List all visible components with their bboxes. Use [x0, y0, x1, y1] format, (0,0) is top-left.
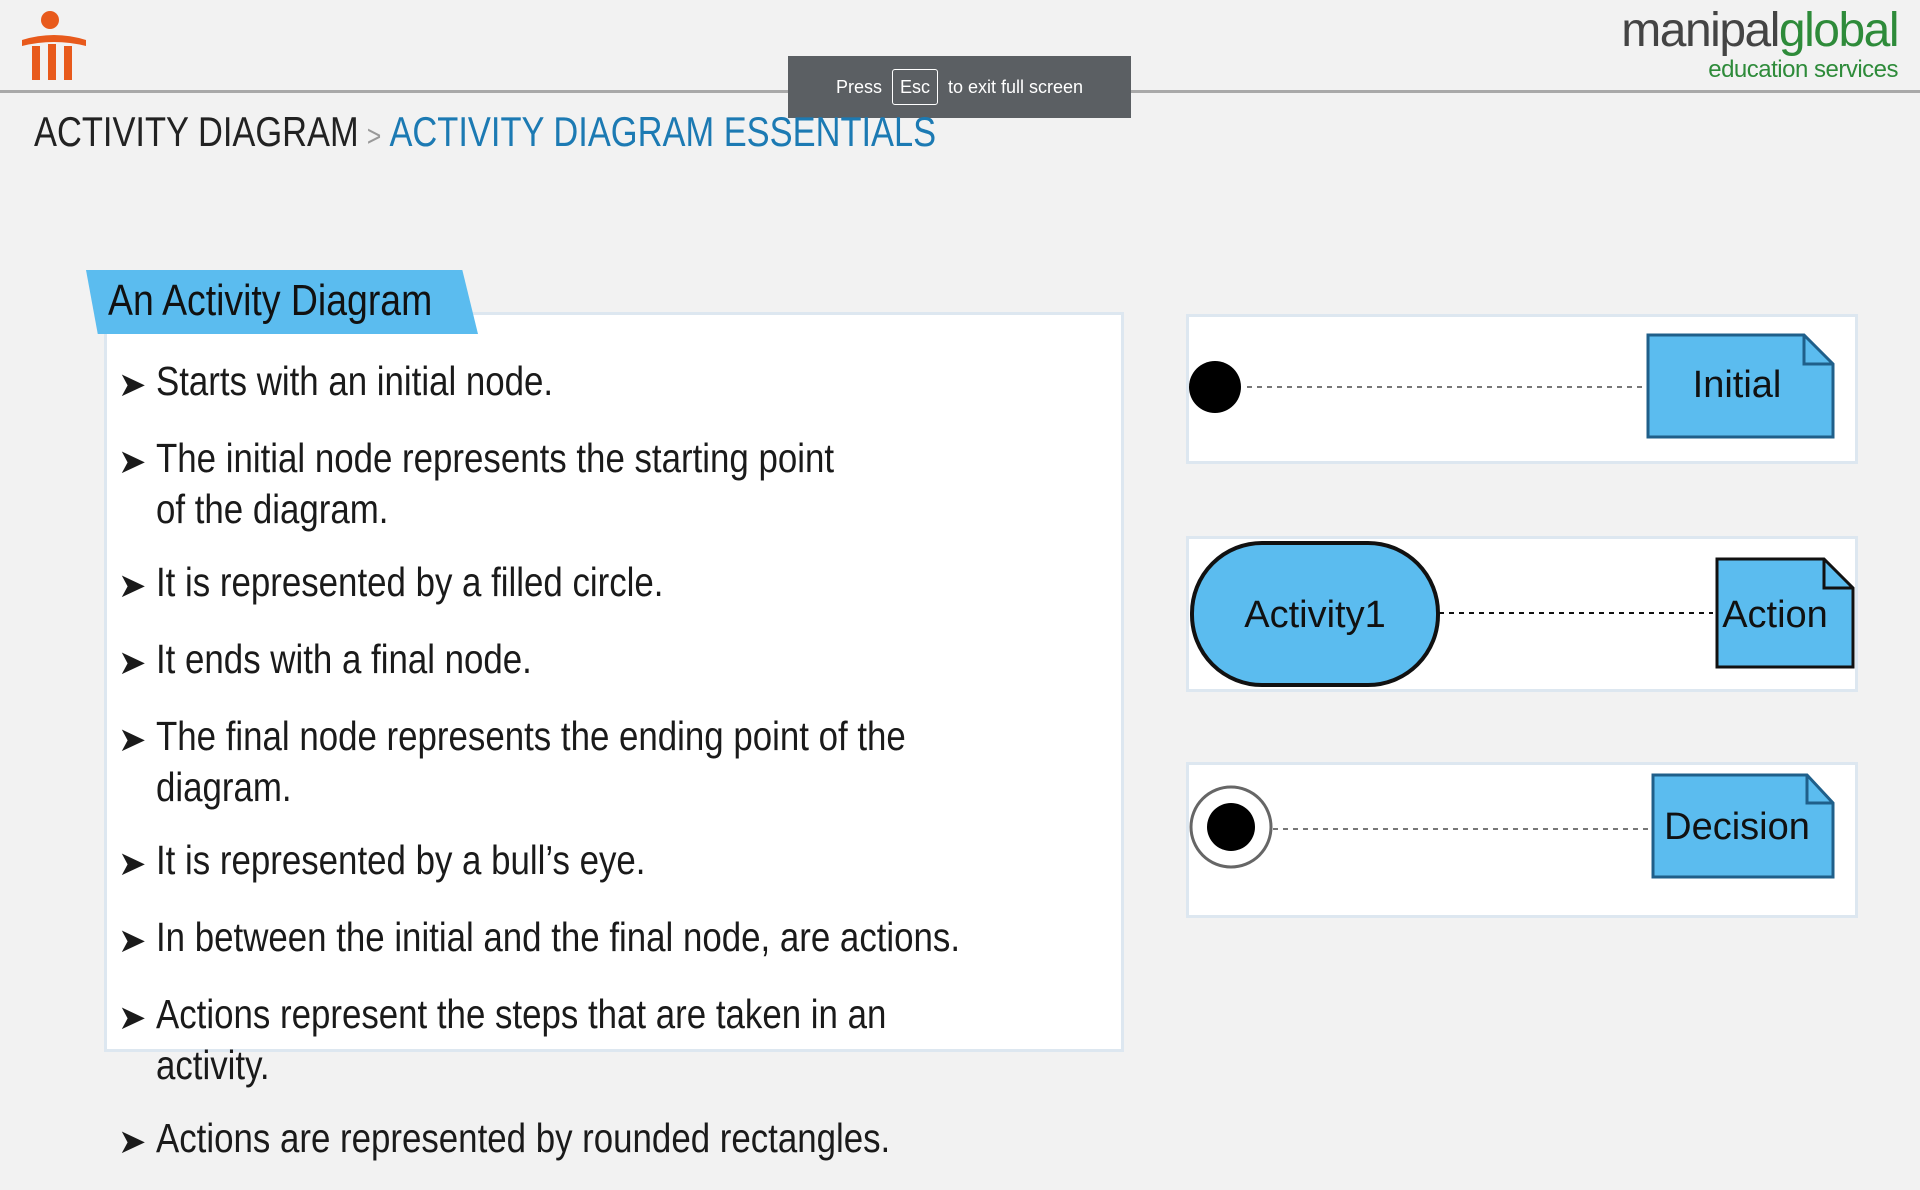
breadcrumb-parent[interactable]: ACTIVITY DIAGRAM: [34, 108, 359, 155]
activity-rounded-rect: [1190, 541, 1440, 687]
content-panel: [104, 312, 1124, 1052]
bullet-text: Actions are represented by rounded recta…: [156, 1115, 891, 1161]
bullet-text: It is represented by a filled circle.: [156, 559, 664, 605]
note-icon: [1651, 773, 1835, 879]
list-item: ➤Starts with an initial node.: [118, 356, 1118, 411]
bullet-text: It is represented by a bull’s eye.: [156, 837, 646, 883]
breadcrumb: ACTIVITY DIAGRAM>ACTIVITY DIAGRAM ESSENT…: [34, 108, 936, 156]
bullet-text: Starts with an initial node.: [156, 358, 554, 404]
bullet-arrow-icon: ➤: [118, 845, 147, 883]
list-item: ➤In between the initial and the final no…: [118, 912, 1118, 967]
bullet-text: The initial node represents the starting…: [156, 435, 835, 532]
bullet-arrow-icon: ➤: [118, 644, 147, 682]
bullet-arrow-icon: ➤: [118, 922, 147, 960]
breadcrumb-current: ACTIVITY DIAGRAM ESSENTIALS: [389, 108, 937, 155]
brand-sub: education services: [1708, 56, 1898, 83]
list-item: ➤The final node represents the ending po…: [118, 711, 1118, 813]
final-node-card: Decision: [1186, 762, 1858, 918]
list-item: ➤The initial node represents the startin…: [118, 433, 1118, 535]
note-icon: [1646, 333, 1835, 439]
panel-title-tab: An Activity Diagram: [86, 270, 478, 334]
brand-main-accent: global: [1778, 4, 1900, 57]
list-item: ➤Actions are represented by rounded rect…: [118, 1113, 1118, 1168]
action-note-label: Action: [1722, 594, 1828, 636]
initial-node-icon: [1189, 361, 1241, 413]
action-card: Activity1 Action: [1186, 536, 1858, 692]
bullet-text: In between the initial and the final nod…: [156, 914, 961, 960]
brand-main: manipalglobal: [1621, 4, 1900, 58]
list-item: ➤It is represented by a bull’s eye.: [118, 835, 1118, 890]
initial-note-label: Initial: [1693, 364, 1782, 406]
bullet-arrow-icon: ➤: [118, 366, 147, 404]
bullet-arrow-icon: ➤: [118, 1123, 147, 1161]
esc-key[interactable]: Esc: [891, 69, 938, 105]
list-item: ➤It is represented by a filled circle.: [118, 557, 1118, 612]
bullet-arrow-icon: ➤: [118, 721, 147, 759]
bullet-text: Actions represent the steps that are tak…: [156, 991, 887, 1088]
brand-wordmark: manipalglobal education services: [1621, 4, 1900, 84]
panel-title: An Activity Diagram: [108, 276, 433, 325]
bullet-arrow-icon: ➤: [118, 443, 147, 481]
bullet-list: ➤Starts with an initial node. ➤The initi…: [118, 356, 1118, 1190]
fullscreen-suffix: to exit full screen: [947, 76, 1084, 97]
note-icon: [1715, 557, 1855, 669]
bullet-arrow-icon: ➤: [118, 999, 147, 1037]
bullet-text: It ends with a final node.: [156, 636, 532, 682]
manipal-logo-icon: [18, 6, 90, 86]
initial-node-card: Initial: [1186, 314, 1858, 464]
breadcrumb-separator: >: [366, 120, 382, 153]
list-item: ➤It ends with a final node.: [118, 634, 1118, 689]
bulls-eye-inner-icon: [1207, 803, 1255, 851]
fullscreen-notice: Press Esc to exit full screen: [788, 56, 1131, 118]
activity-label: Activity1: [1244, 594, 1385, 636]
bullet-arrow-icon: ➤: [118, 567, 147, 605]
decision-note-label: Decision: [1664, 806, 1810, 848]
fullscreen-press: Press: [835, 76, 882, 97]
bullet-text: The final node represents the ending poi…: [156, 713, 906, 810]
brand-main-part: manipal: [1621, 4, 1780, 57]
list-item: ➤Actions represent the steps that are ta…: [118, 989, 1118, 1091]
